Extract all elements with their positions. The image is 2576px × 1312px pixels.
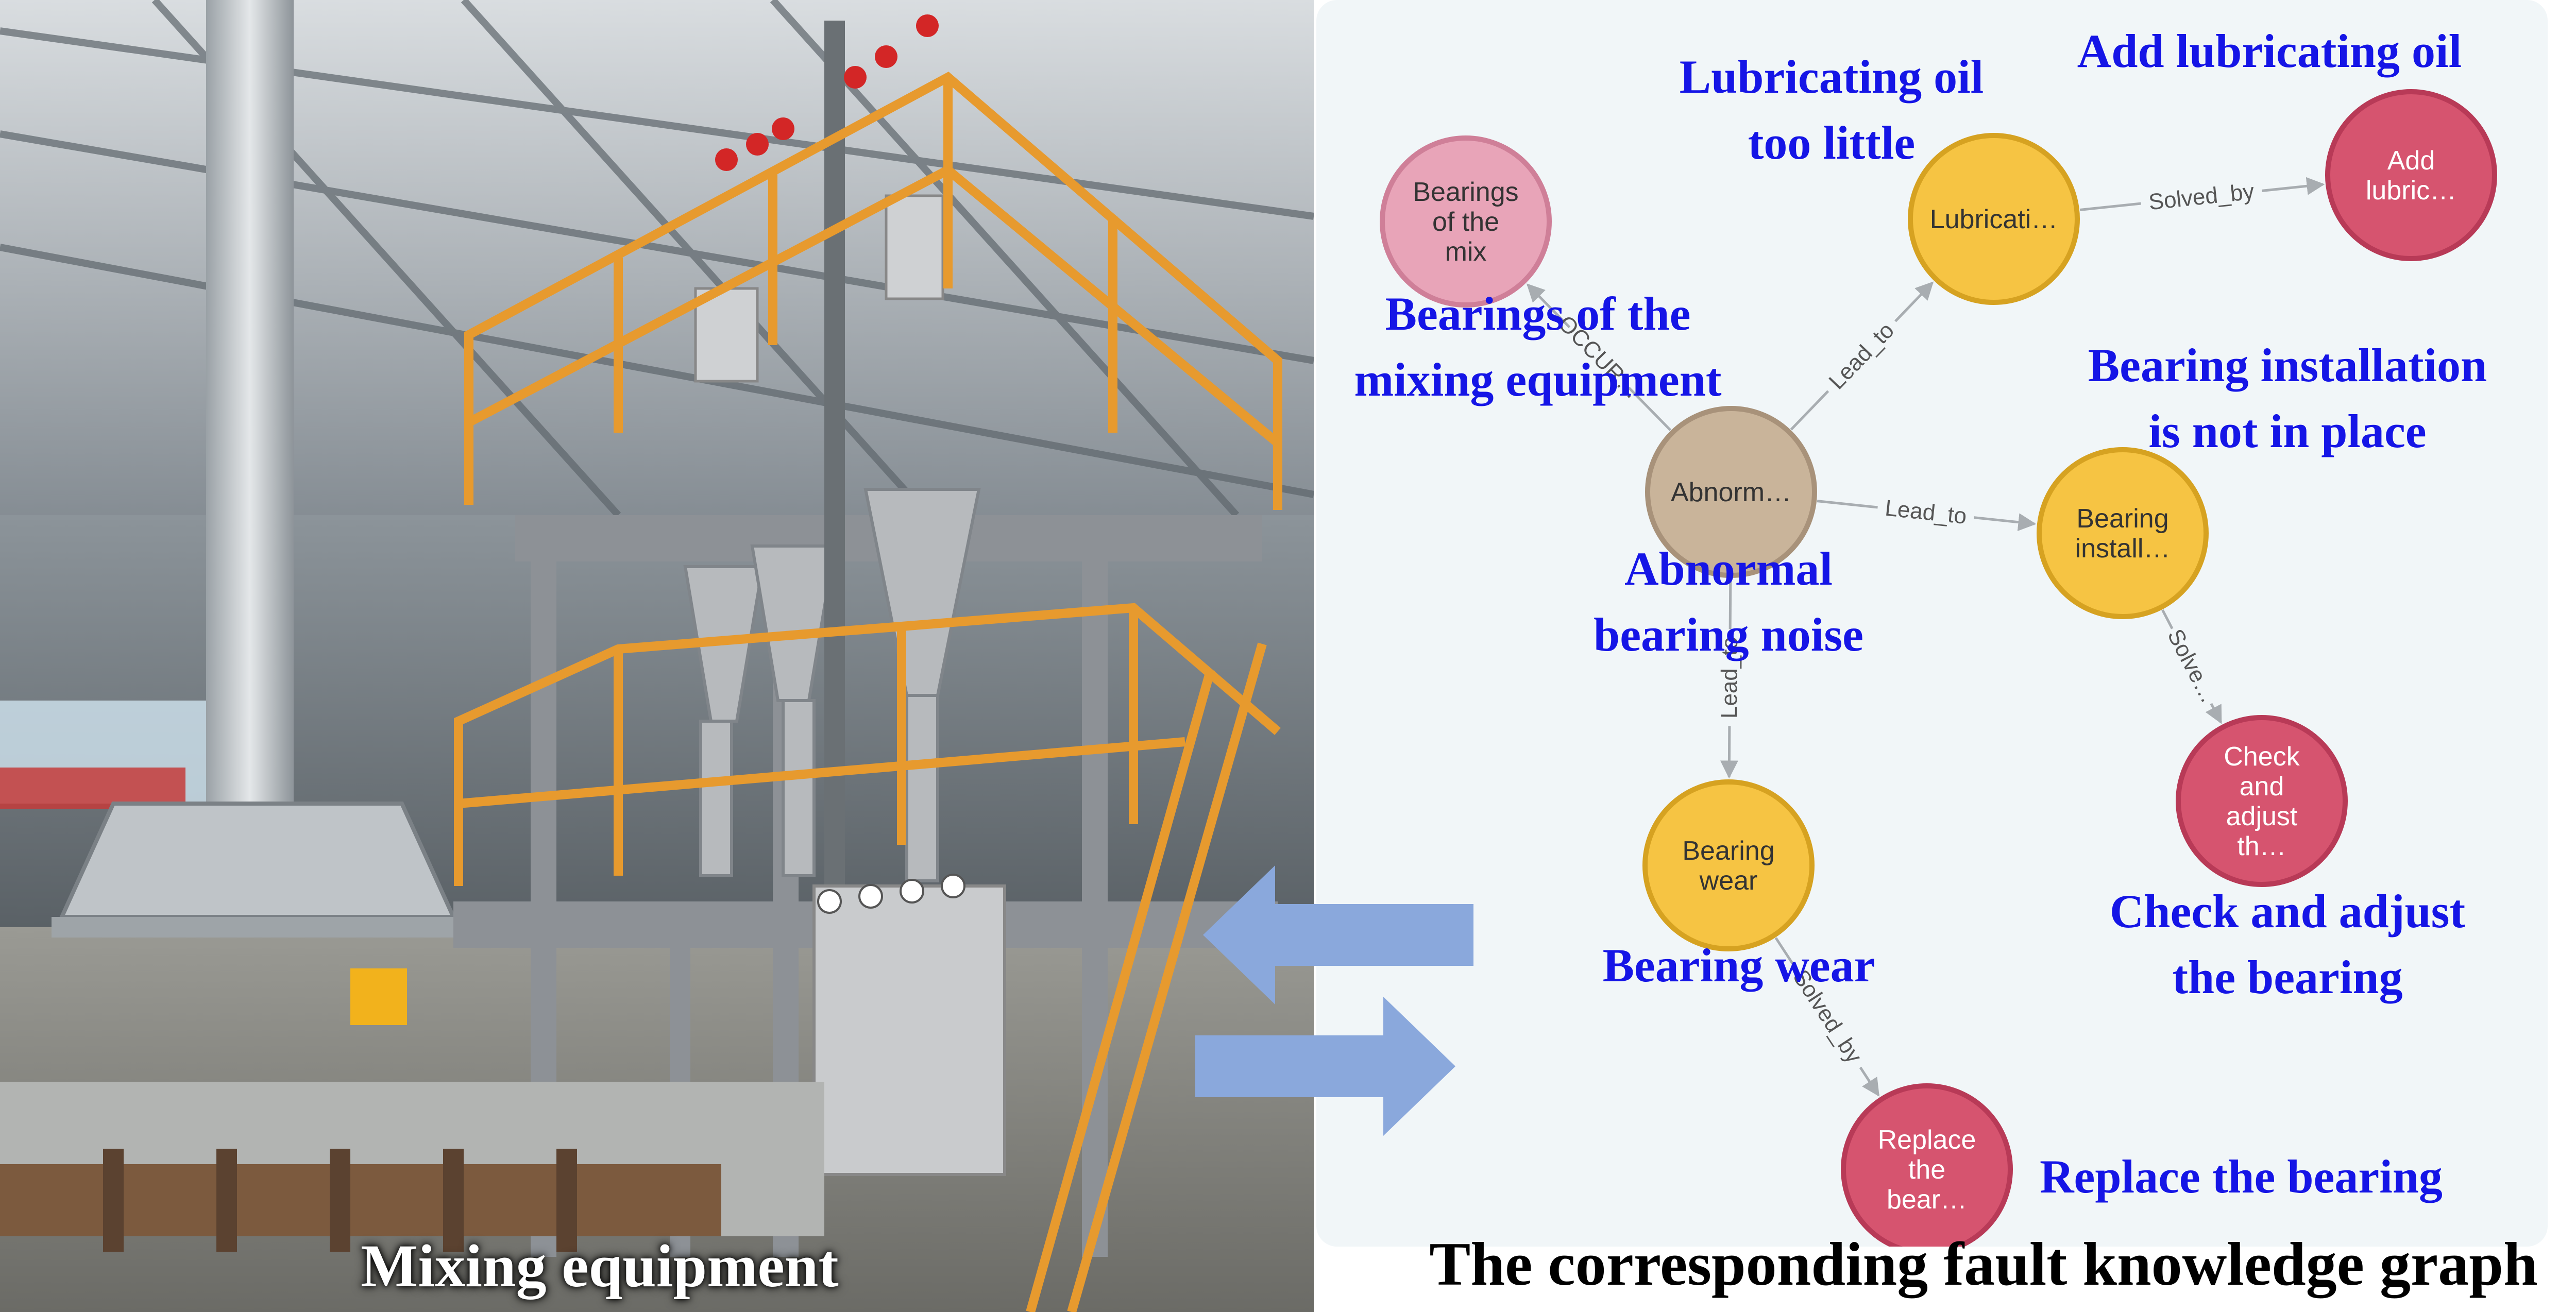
- graph-caption: The corresponding fault knowledge graph: [1429, 1230, 2538, 1298]
- node-label: Bearings: [1413, 177, 1518, 207]
- node-circle[interactable]: [2037, 447, 2209, 619]
- annotation-mix: Bearings of the: [1385, 287, 1691, 340]
- annotation-lubrication: too little: [1748, 116, 1915, 169]
- node-install[interactable]: Bearinginstall…: [2037, 447, 2209, 619]
- photo-caption: Mixing equipment: [361, 1232, 839, 1300]
- node-circle[interactable]: [1645, 406, 1817, 578]
- annotation-check: the bearing: [2172, 951, 2402, 1003]
- annotation-check: Check and adjust: [2110, 885, 2466, 938]
- node-label: bear…: [1887, 1185, 1967, 1215]
- knowledge-graph: OCCUR…Lead_toSolved_byLead_toSolve…Lead_…: [1354, 25, 2497, 1247]
- node-label: of the: [1432, 207, 1499, 237]
- edge-label-background: [1817, 310, 1904, 399]
- edge-label: Lead_to: [1717, 637, 1742, 719]
- node-label: Bearing: [1682, 836, 1774, 866]
- mixing-equipment-photo: Mixing equipment: [0, 0, 1314, 1312]
- node-label: Add: [2387, 146, 2435, 176]
- node-circle[interactable]: [2176, 715, 2348, 887]
- equipment-illustration: [0, 0, 1314, 1312]
- annotation-wear: Bearing wear: [1603, 939, 1875, 992]
- edge-label-background: [2139, 175, 2263, 215]
- annotation-replace: Replace the bearing: [2040, 1150, 2443, 1203]
- annotation-mix: mixing equipment: [1354, 353, 1721, 406]
- node-label: install…: [2075, 534, 2171, 564]
- node-circle[interactable]: [1841, 1083, 2013, 1247]
- edge-label-background: [2162, 621, 2225, 709]
- node-label: and: [2240, 772, 2284, 802]
- edge-label-background: [1714, 629, 1742, 726]
- node-label: the: [1908, 1155, 1945, 1185]
- node-label: Replace: [1878, 1125, 1976, 1155]
- annotation-add: Add lubricating oil: [2077, 25, 2462, 77]
- node-circle[interactable]: [1908, 133, 2080, 305]
- node-label: th…: [2237, 831, 2286, 861]
- annotation-abnormal: bearing noise: [1594, 608, 1863, 661]
- node-label: Lubricati…: [1930, 205, 2058, 234]
- edge-label-background: [1561, 316, 1640, 396]
- node-label: Abnorm…: [1671, 478, 1791, 507]
- node-replace[interactable]: Replacethebear…: [1841, 1083, 2013, 1247]
- annotation-abnormal: Abnormal: [1624, 542, 1833, 595]
- node-label: mix: [1445, 237, 1487, 267]
- edge-label: Solved_by: [2147, 179, 2255, 215]
- arrow-left: [1203, 865, 1473, 1004]
- annotation-install: is not in place: [2148, 405, 2426, 457]
- node-add[interactable]: Addlubric…: [2325, 89, 2497, 261]
- edge-label-background: [1876, 492, 1976, 529]
- edge-label-background: [1784, 957, 1874, 1074]
- annotation-lubrication: Lubricating oil: [1680, 50, 1984, 103]
- node-abnormal[interactable]: Abnorm…: [1645, 406, 1817, 578]
- node-label: lubric…: [2366, 176, 2456, 206]
- node-circle[interactable]: [2325, 89, 2497, 261]
- link-arrows: [1195, 865, 1473, 1136]
- node-circle[interactable]: [1642, 779, 1815, 951]
- node-label: Bearing: [2076, 504, 2168, 534]
- edge-label: Lead_to: [1824, 318, 1899, 395]
- node-check[interactable]: Checkandadjustth…: [2176, 715, 2348, 887]
- node-label: adjust: [2226, 802, 2298, 831]
- annotation-install: Bearing installation: [2088, 339, 2487, 391]
- node-circle[interactable]: [1380, 135, 1552, 308]
- node-label: wear: [1699, 866, 1758, 896]
- arrow-right: [1195, 997, 1455, 1136]
- node-lubrication[interactable]: Lubricati…: [1908, 133, 2080, 305]
- node-label: Check: [2224, 742, 2300, 772]
